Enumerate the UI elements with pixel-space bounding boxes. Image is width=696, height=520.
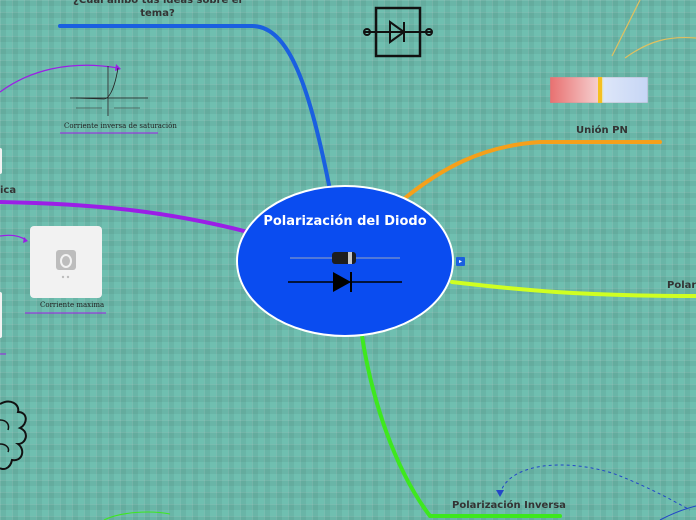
branch-left: [0, 200, 250, 234]
topic-right-partial[interactable]: Polari: [667, 280, 696, 291]
diode-symbol-icon: [363, 6, 433, 58]
topic-polarizacion-inversa[interactable]: Polarización Inversa: [452, 500, 566, 511]
topic-union-pn[interactable]: Unión PN: [576, 125, 628, 136]
tan-curve-2: [624, 36, 696, 59]
caption-saturation-current: Corriente inversa de saturación: [64, 122, 177, 130]
tan-curve-1: [611, 0, 641, 57]
central-topic-title: Polarización del Diodo: [263, 214, 427, 229]
left-card-fragment-top: [0, 148, 2, 174]
dark-blue-line: [659, 505, 696, 520]
left-card-fragment-bottom: [0, 292, 2, 338]
branch-union-pn: [403, 140, 662, 200]
branch-inversa: [360, 334, 562, 518]
diode-schematic-icon: [288, 272, 402, 292]
branch-right: [450, 280, 696, 298]
central-topic-node[interactable]: [234, 184, 456, 340]
image-card[interactable]: [30, 226, 102, 298]
branch-card: [0, 234, 27, 241]
branch-top-left: [58, 24, 332, 192]
expand-arrow-icon[interactable]: ▸: [456, 257, 465, 266]
dashed-connector: [499, 464, 691, 511]
saturation-graph-image: [70, 66, 148, 116]
branch-saturation: [0, 64, 119, 93]
arrowhead-dashed: [496, 490, 504, 497]
camera-icon: [56, 250, 76, 279]
arrowhead-card: [23, 237, 28, 243]
caption-max-current: Corriente maxima: [40, 301, 105, 309]
union-pn-image: [550, 77, 648, 103]
topic-left-partial[interactable]: ica: [0, 185, 17, 196]
bottom-left-stroke: [103, 511, 171, 520]
topic-question[interactable]: ¿Cuál ambo tus ideas sobre el tema?: [73, 0, 242, 19]
diode-component-icon: [290, 252, 400, 264]
arrowhead-saturation: [115, 64, 121, 71]
brain-icon: [0, 400, 27, 470]
